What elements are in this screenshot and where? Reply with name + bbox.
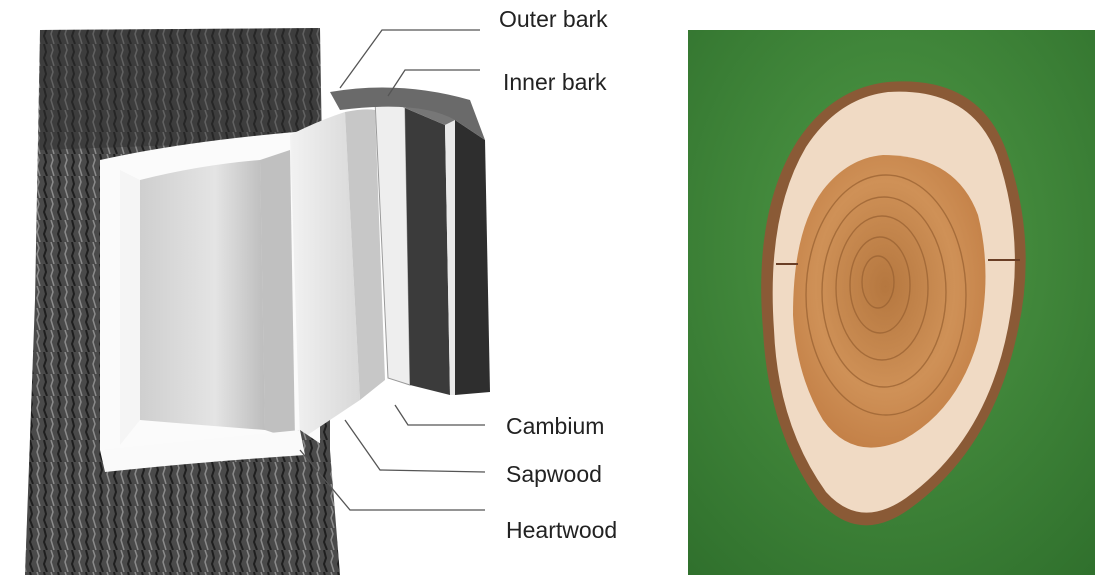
leader-cambium (395, 405, 485, 425)
heartwood-cylinder (140, 160, 265, 430)
label-cambium: Cambium (506, 415, 604, 438)
label-sapwood: Sapwood (506, 463, 602, 486)
leader-outer-bark (340, 30, 480, 88)
log-cross-section-photo (688, 30, 1095, 575)
label-heartwood: Heartwood (506, 519, 617, 542)
outer-bark-layer (455, 120, 490, 395)
label-outer-bark: Outer bark (499, 8, 608, 31)
inner-bark-layer (405, 108, 450, 395)
leader-sapwood (345, 420, 485, 472)
label-inner-bark: Inner bark (503, 71, 607, 94)
